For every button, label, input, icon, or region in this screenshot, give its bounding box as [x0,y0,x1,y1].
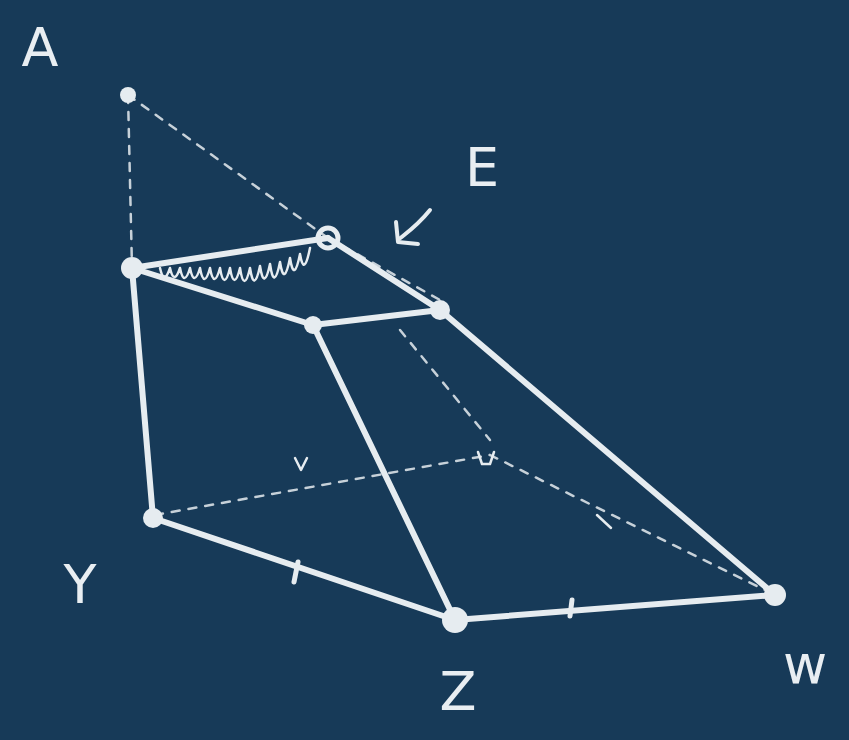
vertex-label: w [783,638,827,692]
visible-edges [132,238,775,620]
vertex-label: Z [440,665,477,719]
vertex-label: E [465,141,499,195]
hatching [160,248,310,281]
vertex-dots [120,87,786,633]
vertex-label: A [22,21,59,75]
tick-marks-hidden [295,452,611,528]
hidden-edges [128,95,775,595]
pointer-arrow [396,210,430,244]
vertex-label: Y [64,558,97,612]
tick-marks [294,562,572,616]
